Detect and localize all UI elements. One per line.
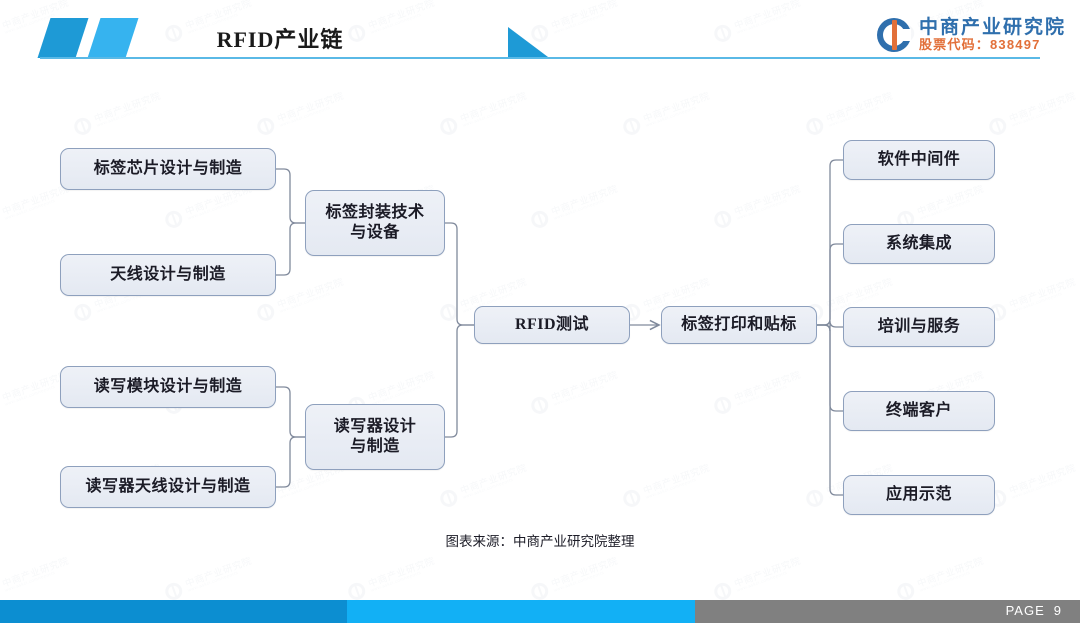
diagram-node-n11[interactable]: 培训与服务 [843,307,995,347]
page-number: PAGE 9 [1006,603,1062,618]
source-note: 图表来源：中商产业研究院整理 [445,534,635,549]
diagram-node-n6[interactable]: 读写器设计与制造 [305,404,445,470]
diagram-node-label: 标签封装技术与设备 [325,203,425,241]
diagram-node-label: 标签打印和贴标 [681,315,797,333]
diagram-node-label: RFID测试 [514,315,590,333]
diagram-node-n8[interactable]: 标签打印和贴标 [661,306,817,344]
diagram-node-label: 终端客户 [885,401,952,419]
logo-text: 中商产业研究院 股票代码：838497 [919,17,1066,53]
diagram-node-label: 应用示范 [885,485,952,503]
diagram-node-n13[interactable]: 应用示范 [843,475,995,515]
logo-bar [892,20,897,50]
diagram-node-label: 系统集成 [885,234,952,252]
diagram-node-n10[interactable]: 系统集成 [843,224,995,264]
diagram-node-label: 读写器设计与制造 [333,417,417,455]
logo-notch [900,29,911,41]
logo-company-name: 中商产业研究院 [918,17,1066,39]
company-logo: 中商产业研究院 股票代码：838497 [876,10,1066,60]
footer-segment-1 [0,600,347,623]
header-triangle-icon [508,27,548,57]
diagram-node-label: 标签芯片设计与制造 [93,159,243,177]
diagram-node-n2[interactable]: 天线设计与制造 [60,254,276,296]
diagram-node-label: 读写模块设计与制造 [93,377,243,395]
diagram-node-n1[interactable]: 标签芯片设计与制造 [60,148,276,190]
logo-stock-code: 股票代码：838497 [918,37,1041,53]
diagram-node-n3[interactable]: 标签封装技术与设备 [305,190,445,256]
slide-footer: PAGE 9 [0,600,1080,623]
footer-segment-3 [695,600,1080,623]
page-title: RFID产业链 [216,27,344,52]
diagram-node-label: 软件中间件 [877,150,961,168]
diagram-node-n5[interactable]: 读写器天线设计与制造 [60,466,276,508]
diagram-node-n12[interactable]: 终端客户 [843,391,995,431]
diagram-node-n9[interactable]: 软件中间件 [843,140,995,180]
logo-circle-icon [876,18,911,52]
diagram-node-n7[interactable]: RFID测试 [474,306,630,344]
diagram-node-label: 培训与服务 [877,317,961,335]
diagram-node-label: 天线设计与制造 [110,265,226,283]
page-label: PAGE [1005,603,1045,618]
page-value: 9 [1053,603,1062,618]
footer-segment-2 [347,600,695,623]
diagram-node-label: 读写器天线设计与制造 [85,477,251,495]
diagram-node-n4[interactable]: 读写模块设计与制造 [60,366,276,408]
header-underline [40,57,1040,59]
